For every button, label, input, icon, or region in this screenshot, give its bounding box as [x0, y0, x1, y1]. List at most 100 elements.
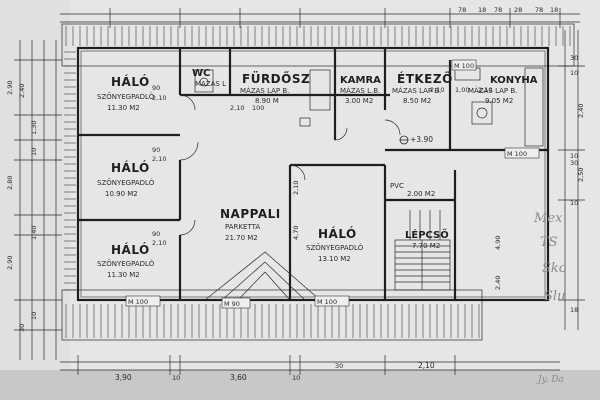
dim-left-3: 2,80	[6, 176, 14, 190]
level-mark-label: +3.90	[410, 135, 433, 144]
dim-bottom-4: 10	[292, 374, 300, 382]
room-etkezo-area: 8.50 M2	[403, 97, 431, 105]
kitchen-counter	[454, 67, 544, 147]
staircase	[394, 210, 451, 291]
dim-left-7: 10	[30, 148, 38, 156]
dim-right-7: 10	[570, 199, 578, 207]
dim-top-3: 78	[494, 6, 502, 14]
room-halo-3-area: 13.10 M2	[318, 255, 351, 263]
room-halo-1-floor: SZŐNYEGPADLÓ	[97, 92, 155, 101]
handwritten-note-5: Jy. Da	[536, 375, 564, 385]
handwritten-note-2: TS	[540, 235, 558, 250]
dim-right-1: 30	[570, 54, 578, 62]
room-lepcso-area: 7.70 M2	[412, 242, 440, 250]
dim-right-9: 2,40	[494, 276, 502, 290]
dim-inner-9: 2,10	[430, 86, 444, 94]
window-tag-5: M 100	[454, 62, 474, 70]
dormer-triangle	[204, 251, 321, 301]
room-etkezo-floor: MÁZAS LAP B.	[392, 86, 441, 95]
dim-right-10: 18	[570, 306, 578, 314]
dim-right-3: 2,40	[577, 104, 585, 118]
dim-bottom-2: 10	[172, 374, 180, 382]
dim-right-5: 10	[570, 152, 578, 160]
room-nappali-name: NAPPALI	[220, 207, 281, 221]
window-tags	[125, 59, 540, 309]
dim-left-9: 30	[18, 324, 26, 332]
window-tag-4: M 100	[507, 150, 527, 158]
dim-right-4: 2,50	[577, 168, 585, 182]
room-halo-4-floor: SZŐNYEGPADLÓ	[97, 259, 155, 268]
room-pvc-area: 2.00 M2	[407, 190, 435, 198]
right-dimension-lines	[558, 30, 585, 330]
room-konyha-floor: MÁZAS LAP B.	[468, 86, 517, 95]
room-wc-floor: MAZAS L	[195, 80, 226, 88]
room-nappali-floor: PARKETTA	[225, 223, 260, 231]
dim-inner-13: 100	[252, 104, 264, 112]
room-halo-3-name: HÁLÓ	[318, 226, 357, 241]
handwritten-note-1: Mex	[533, 211, 563, 226]
room-halo-4-name: HÁLÓ	[111, 242, 150, 257]
window-tag-2: M 90	[224, 300, 240, 308]
dim-top-2: 18	[478, 6, 486, 14]
paper-left-shade	[0, 0, 70, 400]
dim-left-1: 2,90	[6, 81, 14, 95]
room-konyha-area: 9.05 M2	[485, 97, 513, 105]
dim-inner-3: 90	[152, 146, 160, 154]
roof-hatching	[61, 23, 575, 341]
handwritten-note-4: Slu	[544, 289, 565, 304]
room-halo-2-floor: SZŐNYEGPADLÓ	[97, 178, 155, 187]
dim-inner-6: 2,10	[152, 239, 166, 247]
interior-walls	[78, 48, 548, 300]
dim-bottom-6: 30	[335, 362, 343, 370]
room-halo-1-area: 11.30 M2	[107, 104, 140, 112]
room-etkezo-name: ÉTKEZŐ	[397, 71, 453, 86]
room-halo-2-name: HÁLÓ	[111, 160, 150, 175]
dim-bottom-3: 3,60	[230, 373, 247, 382]
dim-inner-11: 2,10	[478, 86, 492, 94]
room-furdo-name: FÜRDŐSZ	[242, 71, 310, 86]
dim-inner-10: 1,00	[455, 86, 469, 94]
dim-top-6: 18	[550, 6, 558, 14]
dim-right-8: 4,90	[494, 236, 502, 250]
room-konyha-name: KONYHA	[490, 75, 538, 86]
room-furdo-area: 8.90 M	[255, 97, 279, 105]
level-marker	[399, 135, 409, 145]
window-tag-1: M 100	[128, 298, 148, 306]
dim-inner-12: 2,10	[230, 104, 244, 112]
bottom-dimension-lines	[60, 355, 560, 375]
dim-inner-4: 2,10	[152, 155, 166, 163]
room-kamra-name: KAMRA	[340, 75, 381, 86]
dim-left-4: 2,90	[6, 256, 14, 270]
room-halo-4-area: 11.30 M2	[107, 271, 140, 279]
room-furdo-floor: MÁZAS LAP B.	[240, 86, 289, 95]
room-halo-1-name: HÁLÓ	[111, 74, 150, 89]
dim-inner-7: 4,70	[292, 226, 300, 240]
room-wc-name: WC	[192, 68, 210, 79]
dim-left-6: 1,40	[30, 226, 38, 240]
dim-inner-1: 90	[152, 84, 160, 92]
room-nappali-area: 21.70 M2	[225, 234, 258, 242]
dim-inner-8: 2,10	[292, 181, 300, 195]
dim-left-2: 2,40	[18, 84, 26, 98]
window-tag-3: M 100	[317, 298, 337, 306]
room-halo-3-floor: SZŐNYEGPADLÓ	[306, 243, 364, 252]
exterior-walls	[76, 46, 550, 302]
dim-inner-2: 2,10	[152, 94, 166, 102]
room-lepcso-name: LÉPCSŐ	[405, 227, 449, 241]
dim-bottom-5: 2,10	[418, 361, 435, 370]
bathroom-fixtures	[194, 69, 331, 127]
dim-bottom-1: 3,90	[115, 373, 132, 382]
top-dimension-lines	[60, 8, 580, 28]
room-pvc-name: PVC	[390, 182, 404, 190]
room-kamra-area: 3.00 M2	[345, 97, 373, 105]
door-swings	[179, 94, 401, 236]
dim-left-5: 1,30	[30, 121, 38, 135]
room-kamra-floor: MÁZAS L.B.	[340, 86, 380, 95]
handwritten-note-3: Sko	[542, 261, 567, 276]
dim-right-6: 30	[570, 159, 578, 167]
dim-top-1: 78	[458, 6, 466, 14]
dim-top-5: 78	[535, 6, 543, 14]
